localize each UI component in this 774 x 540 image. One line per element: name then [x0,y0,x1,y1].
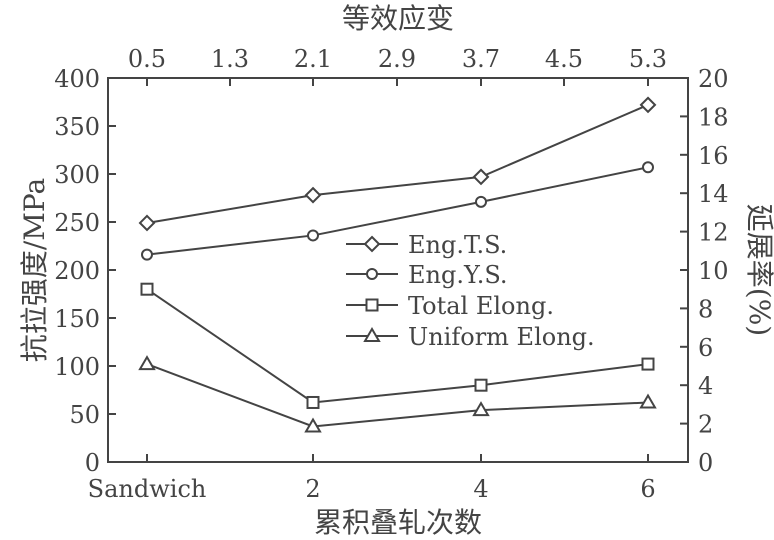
legend: Eng.T.S.Eng.Y.S. Total Elong. Uniform Elon… [346,231,595,351]
x-tick-label: 6 [640,475,655,503]
x-tick-label: 2 [305,475,320,503]
x2-tick-label: 5.3 [629,45,667,73]
y2-tick-label: 18 [698,103,729,131]
y2-tick-label: 14 [698,180,729,208]
data-point [304,186,322,204]
legend-item: Eng.T.S. [346,231,507,259]
y-tick-label: 350 [54,113,100,141]
y-tick-label: 150 [54,305,100,333]
data-point [306,395,320,409]
legend-marker [363,235,381,253]
legend-label: Eng.Y.S. [408,261,508,289]
series-layer [138,96,657,433]
y-tick-label: 400 [54,65,100,93]
data-point [642,161,654,174]
ticks-layer: 0 50 100 150 200 250 300 350 400 0 2 4 6 8 10 12 14 16 18 2… [54,45,728,503]
y-tick-label: 250 [54,209,100,237]
y2-tick-label: 10 [698,257,729,285]
data-point [641,357,655,371]
x-axis-title: 累积叠轧次数 [314,506,482,539]
legend-marker [366,268,378,280]
x2-axis-title: 等效应变 [342,2,454,35]
legend-label: Eng.T.S. [408,231,507,259]
y2-axis-title: 延展率(%) [743,204,774,336]
y2-tick-label: 0 [698,449,713,477]
data-point [304,417,322,433]
y-axis-title: 抗拉强度/MPa [18,178,51,362]
x2-tick-label: 2.1 [294,45,332,73]
legend-marker [363,327,381,342]
series-eng-t-s [138,96,657,232]
legend-item: Eng.Y.S. [346,261,508,289]
y2-tick-label: 6 [698,334,713,362]
series-total-elong [140,282,655,409]
data-point [472,168,490,186]
x2-tick-label: 0.5 [128,45,166,73]
series-uniform-elong [138,355,657,433]
data-point [307,229,319,242]
legend-item: Uniform Elong. [346,323,595,351]
y2-tick-label: 4 [698,372,713,400]
data-point [472,401,490,417]
data-point [639,393,657,409]
y-tick-label: 300 [54,161,100,189]
series-line [146,103,649,224]
data-point [141,248,153,261]
data-point [140,282,154,296]
y-tick-label: 200 [54,257,100,285]
data-point [475,195,487,208]
data-point [639,96,657,114]
y2-tick-label: 12 [698,219,729,247]
x2-tick-label: 1.3 [211,45,249,73]
y-tick-label: 0 [85,449,100,477]
legend-label: Total Elong. [408,292,554,320]
series-line [146,363,649,428]
x-tick-label: Sandwich [88,475,207,503]
data-point [138,355,156,371]
series-line [146,288,649,404]
y2-tick-label: 8 [698,295,713,323]
x2-tick-label: 2.9 [378,45,416,73]
y2-tick-label: 2 [698,411,713,439]
series-line [146,166,649,256]
legend-label: Uniform Elong. [408,323,595,351]
y2-tick-label: 16 [698,142,729,170]
x2-tick-label: 3.7 [462,45,500,73]
data-point [138,214,156,232]
y-tick-label: 100 [54,353,100,381]
y2-tick-label: 20 [698,65,729,93]
legend-item: Total Elong. [346,292,554,320]
x2-tick-label: 4.5 [545,45,583,73]
legend-marker [365,298,379,312]
x-tick-label: 4 [473,475,488,503]
series-eng-y-s [141,161,654,261]
data-point [474,378,488,392]
y-tick-label: 50 [69,401,100,429]
